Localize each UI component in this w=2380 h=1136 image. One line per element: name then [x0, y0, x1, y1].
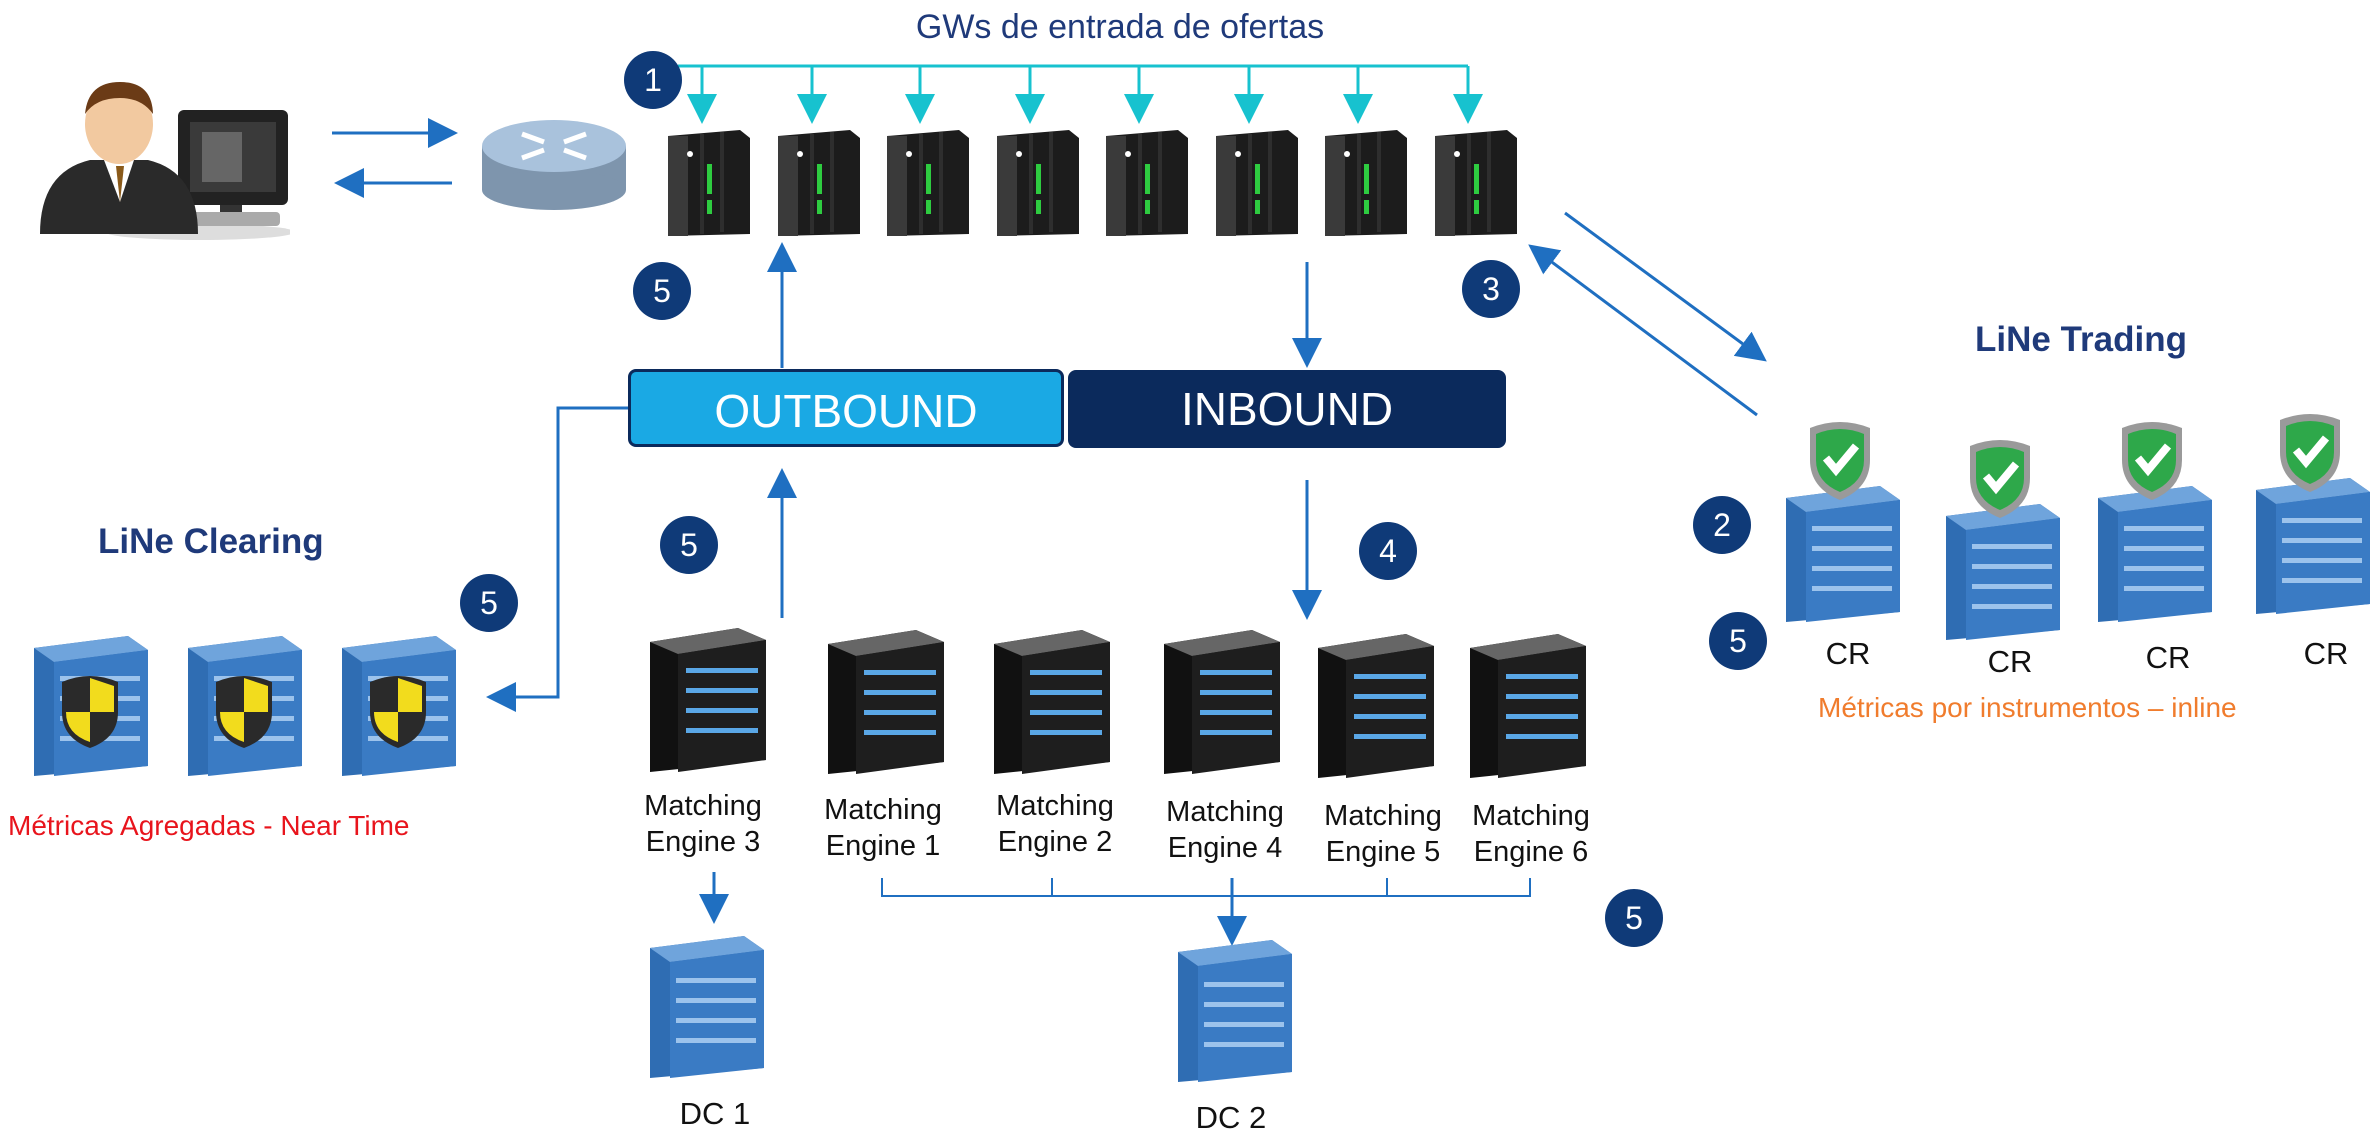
gateway-server-icon	[778, 130, 860, 236]
gateway-server-icon	[1106, 130, 1188, 236]
step-badge-1: 1	[624, 51, 682, 109]
clearing-metrics-label: Métricas Agregadas - Near Time	[8, 810, 410, 841]
gw-feed-arrows	[687, 66, 1483, 124]
shield-server-icon	[34, 636, 148, 776]
datacenter-1-label: DC 1	[679, 1096, 751, 1131]
inbound-bar: INBOUND	[1068, 370, 1506, 448]
gateway-server-icon	[1435, 130, 1517, 236]
gw-to-trading-arrow	[1564, 211, 1767, 362]
step-badge-4: 4	[1359, 522, 1417, 580]
trading-title: LiNe Trading	[1975, 320, 2187, 359]
engine-server-icon	[994, 630, 1110, 774]
datacenter-2-icon	[1178, 940, 1292, 1082]
gateway-server-icon	[1325, 130, 1407, 236]
clearing-title: LiNe Clearing	[98, 522, 324, 561]
engine-server-icon	[828, 630, 944, 774]
engine-server-icon	[1318, 634, 1434, 778]
gateway-server-icon	[997, 130, 1079, 236]
cr-label-1: CR	[1825, 636, 1871, 671]
gateway-server-icon	[668, 130, 750, 236]
gateway-server-icon	[887, 130, 969, 236]
datacenter-2-label: DC 2	[1195, 1100, 1267, 1135]
step-badge-2: 2	[1693, 496, 1751, 554]
step-badge-3: 3	[1462, 260, 1520, 318]
engine-server-icon	[1164, 630, 1280, 774]
shield-server-icon	[188, 636, 302, 776]
shield-server-icon	[342, 636, 456, 776]
gateway-server-icon	[1216, 130, 1298, 236]
check-server-icon	[1786, 422, 1900, 622]
engine-server-icon	[650, 628, 766, 772]
check-server-icon	[2098, 422, 2212, 622]
step-badge-5-outbound: 5	[660, 516, 718, 574]
trading-metrics-label: Métricas por instrumentos – inline	[1818, 692, 2237, 723]
outbound-to-clearing-arrow	[486, 406, 628, 712]
engine-server-icon	[1470, 634, 1586, 778]
user-workstation-icon	[40, 82, 290, 240]
step-badge-5-trading: 5	[1709, 612, 1767, 670]
cr-label-3: CR	[2145, 640, 2191, 675]
gateways-title: GWs de entrada de ofertas	[915, 8, 1325, 46]
datacenter-1-icon	[650, 936, 764, 1078]
step-badge-5-gateways: 5	[633, 262, 691, 320]
check-server-icon	[2256, 414, 2370, 614]
outbound-bar: OUTBOUND	[628, 369, 1064, 447]
step-badge-5-clearing: 5	[460, 574, 518, 632]
cr-label-4: CR	[2303, 636, 2349, 671]
router-icon	[482, 120, 626, 210]
step-badge-5-datacenter: 5	[1605, 889, 1663, 947]
check-server-icon	[1946, 440, 2060, 640]
trading-to-gw-arrow	[1528, 244, 1758, 417]
engines-bracket	[881, 878, 1531, 897]
cr-label-2: CR	[1987, 644, 2033, 679]
